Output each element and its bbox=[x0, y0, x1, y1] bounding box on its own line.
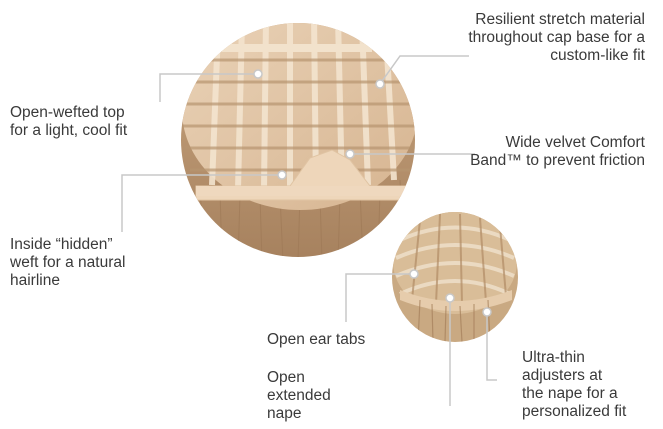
callout-line: Ultra-thin bbox=[522, 349, 626, 367]
callout-open-ear-tabs: Open ear tabs bbox=[267, 331, 365, 349]
dot-open-wefted-top bbox=[254, 70, 262, 78]
callout-hidden-weft: Inside “hidden” weft for a natural hairl… bbox=[10, 236, 125, 290]
dot-ear-tabs bbox=[410, 270, 418, 278]
callout-line: Open ear tabs bbox=[267, 331, 365, 349]
callout-line: extended bbox=[267, 387, 331, 405]
callout-line: Open bbox=[267, 369, 331, 387]
callout-line: throughout cap base for a bbox=[468, 29, 645, 47]
dot-hidden-weft bbox=[278, 171, 286, 179]
callout-line: nape bbox=[267, 405, 331, 423]
large-wig-cap-interior bbox=[170, 10, 430, 270]
callout-line: weft for a natural bbox=[10, 254, 125, 272]
callout-line: Inside “hidden” bbox=[10, 236, 125, 254]
dot-stretch-material bbox=[376, 80, 384, 88]
callout-line: Band™ to prevent friction bbox=[470, 152, 645, 170]
callout-extended-nape: Open extended nape bbox=[267, 369, 331, 423]
small-wig-cap-back bbox=[385, 205, 525, 345]
dot-ultra-thin-adjusters bbox=[483, 308, 491, 316]
callout-line: Wide velvet Comfort bbox=[470, 134, 645, 152]
callout-open-wefted-top: Open-wefted top for a light, cool fit bbox=[10, 104, 127, 140]
callout-line: custom-like fit bbox=[468, 47, 645, 65]
callout-line: Open-wefted top bbox=[10, 104, 127, 122]
callout-stretch-material: Resilient stretch material throughout ca… bbox=[468, 11, 645, 65]
callout-velvet-comfort-band: Wide velvet Comfort Band™ to prevent fri… bbox=[470, 134, 645, 170]
callout-ultra-thin-adjusters: Ultra-thin adjusters at the nape for a p… bbox=[522, 349, 626, 421]
callout-line: the nape for a bbox=[522, 385, 626, 403]
dot-extended-nape bbox=[446, 294, 454, 302]
callout-line: personalized fit bbox=[522, 403, 626, 421]
callout-line: for a light, cool fit bbox=[10, 122, 127, 140]
dot-velvet-band bbox=[346, 150, 354, 158]
callout-line: adjusters at bbox=[522, 367, 626, 385]
callout-line: hairline bbox=[10, 272, 125, 290]
callout-line: Resilient stretch material bbox=[468, 11, 645, 29]
